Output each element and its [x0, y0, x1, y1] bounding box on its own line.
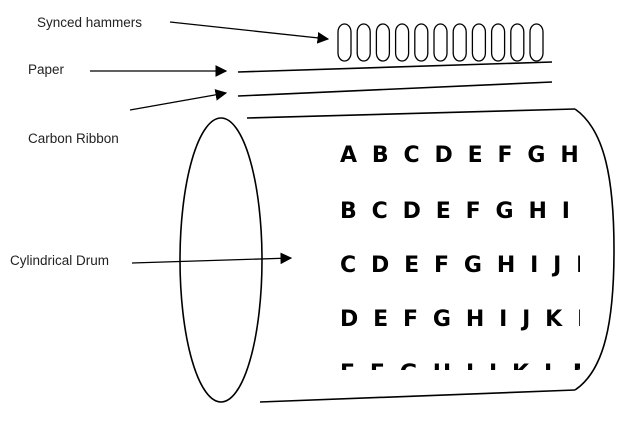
hammer — [529, 23, 544, 62]
drum-row: A B C D E F G H I J — [340, 143, 628, 168]
hammer — [433, 23, 448, 62]
hammer — [337, 23, 352, 62]
drum-row: C D E F G H I J K L — [340, 253, 626, 278]
drum-end-face — [179, 117, 263, 403]
arrow-ribbon — [129, 89, 228, 111]
hammer — [375, 23, 391, 62]
label-synced-hammers: Synced hammers — [37, 15, 142, 30]
label-carbon-ribbon: Carbon Ribbon — [28, 131, 119, 146]
label-paper: Paper — [28, 62, 65, 77]
hammer — [471, 23, 487, 62]
drum-character-rows: A B C D E F G H I J B C D E F G H I J K C … — [340, 143, 628, 386]
hammer — [510, 23, 525, 62]
hammer — [356, 23, 371, 62]
arrow-drum — [131, 252, 293, 265]
paper-line — [237, 61, 553, 73]
drum-top-edge — [246, 108, 576, 119]
drum-right-curve — [574, 108, 615, 391]
hammer-group — [337, 23, 544, 62]
hammer — [452, 23, 467, 62]
cylindrical-drum: A B C D E F G H I J B C D E F G H I J K C … — [179, 108, 628, 403]
drum-bottom-edge — [259, 389, 576, 403]
hammer — [490, 23, 506, 62]
ribbon-line — [237, 81, 553, 97]
label-cylindrical-drum: Cylindrical Drum — [10, 253, 109, 268]
arrow-hammers — [169, 21, 330, 44]
drum-row: B C D E F G H I J K — [340, 199, 628, 224]
drum-row: D E F G H I J K L M — [340, 307, 628, 332]
drum-row: E F G H I J K L M N — [340, 361, 628, 386]
hammer — [414, 23, 429, 62]
hammer — [394, 23, 410, 62]
